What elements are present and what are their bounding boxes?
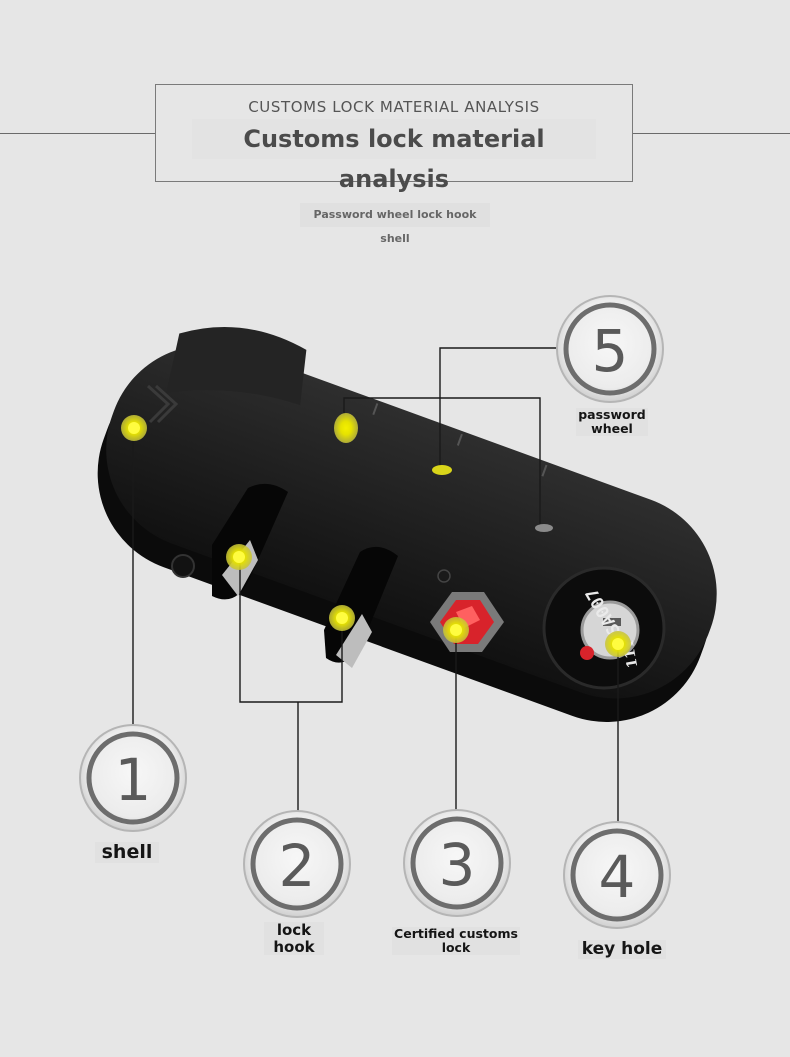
- badge-number: 4: [599, 843, 636, 911]
- label-line: wheel: [591, 420, 633, 436]
- badge-3: 3: [403, 809, 511, 917]
- marker-wheel-1: [334, 413, 358, 443]
- marker-wheel-3: [535, 524, 553, 532]
- badge-number: 1: [115, 746, 152, 814]
- title-box: CUSTOMS LOCK MATERIAL ANALYSIS Customs l…: [155, 84, 633, 193]
- label-line: password: [578, 407, 646, 422]
- badge-number: 3: [439, 831, 476, 899]
- badge-4: 4: [563, 821, 671, 929]
- badge-number: 2: [279, 832, 316, 900]
- header-rule-right: [633, 133, 790, 134]
- label-line: hook: [273, 937, 315, 956]
- key-dial: TSA007 11Y: [542, 566, 666, 690]
- red-dot-icon: [580, 646, 594, 660]
- label-lock-hook: lock hook: [264, 922, 324, 955]
- label-certified-customs-lock: Certified customs lock: [392, 927, 520, 955]
- label-line: lock: [276, 921, 312, 939]
- title-upper: CUSTOMS LOCK MATERIAL ANALYSIS: [248, 98, 540, 116]
- badge-5: 5: [556, 295, 664, 403]
- leader-lines: [132, 347, 619, 823]
- label-shell: shell: [95, 842, 159, 863]
- marker-wheel-2: [432, 465, 452, 475]
- shell-emblem-icon: [146, 384, 179, 424]
- subtitle: Password wheel lock hook shell: [300, 203, 490, 245]
- badge-2: 2: [243, 810, 351, 918]
- header-rule-left: [0, 133, 155, 134]
- markers: [121, 413, 631, 657]
- label-line: Certified customs: [394, 926, 518, 941]
- badge-1: 1: [79, 724, 187, 832]
- label-line: lock: [441, 939, 471, 955]
- label-password-wheel: password wheel: [576, 408, 648, 436]
- page-title: Customs lock material analysis: [192, 119, 596, 193]
- badge-number: 5: [592, 317, 629, 385]
- label-key-hole: key hole: [578, 940, 666, 959]
- release-button: [171, 554, 195, 578]
